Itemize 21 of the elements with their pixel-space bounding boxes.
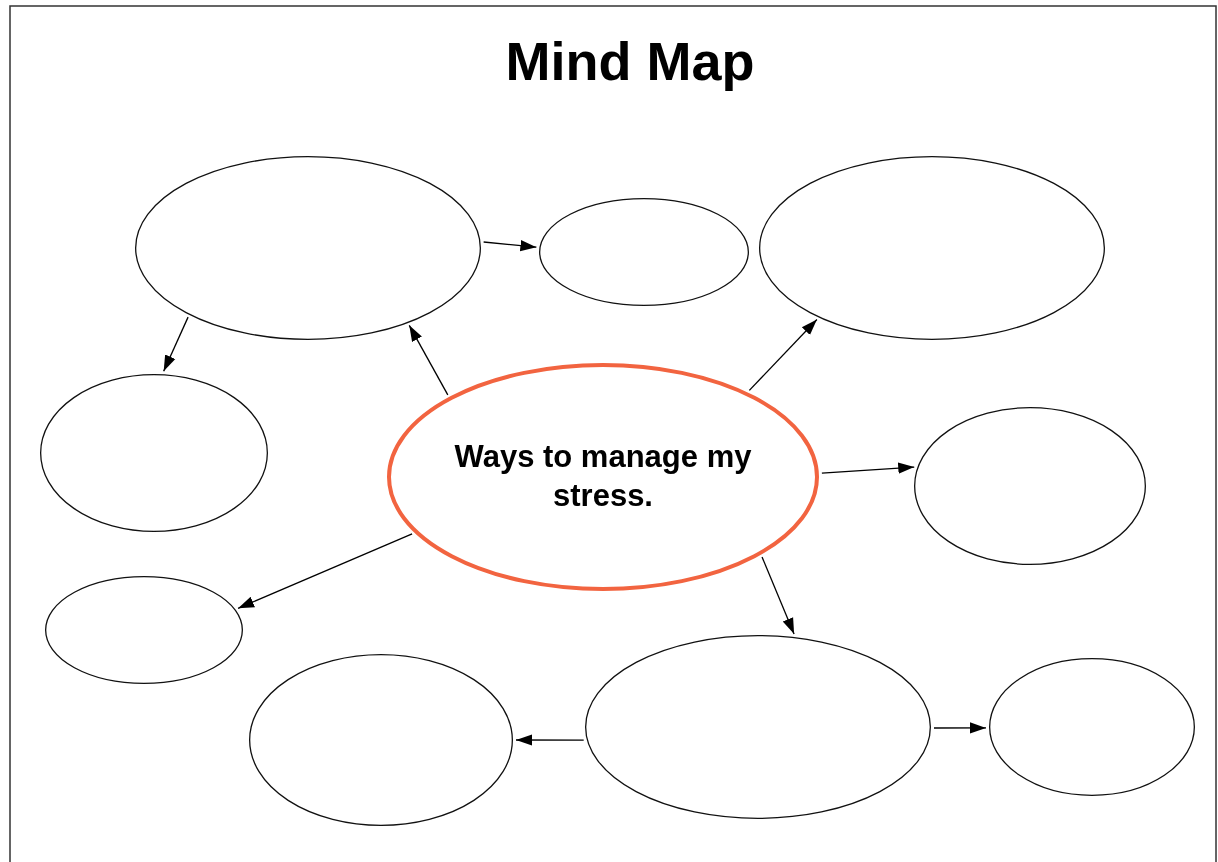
- arrow: [163, 316, 189, 372]
- arrow: [748, 318, 818, 392]
- empty-ellipse: [539, 198, 749, 306]
- empty-ellipse: [759, 156, 1105, 340]
- title: Mind Map: [504, 30, 756, 92]
- arrow: [933, 722, 987, 734]
- empty-ellipse: [40, 374, 268, 532]
- arrow: [237, 533, 413, 609]
- empty-ellipse: [135, 156, 481, 340]
- arrow: [408, 324, 449, 396]
- empty-ellipse: [45, 576, 243, 684]
- empty-ellipse: [914, 407, 1146, 565]
- arrow: [483, 240, 538, 252]
- arrow: [761, 556, 795, 635]
- arrow: [515, 734, 585, 746]
- empty-ellipse: [249, 654, 513, 826]
- arrow: [821, 462, 915, 474]
- empty-ellipse: [585, 635, 931, 819]
- topic-ellipse: [387, 363, 819, 591]
- empty-ellipse: [989, 658, 1195, 796]
- topic-text: Ways to manage my stress.: [453, 438, 753, 515]
